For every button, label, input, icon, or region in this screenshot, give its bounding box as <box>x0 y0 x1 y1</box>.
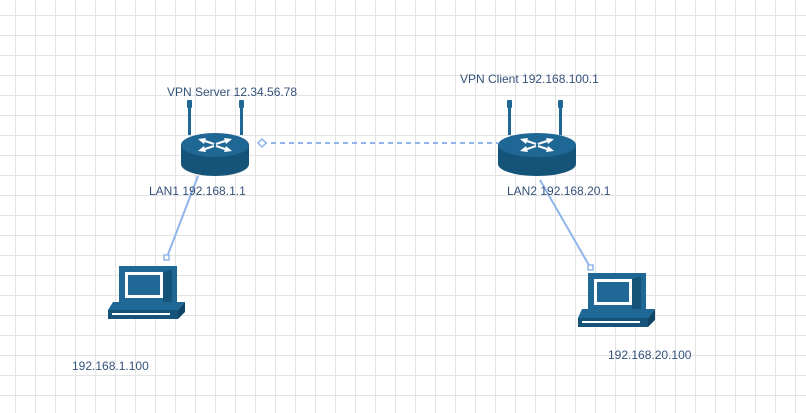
pc1-computer[interactable] <box>108 266 185 319</box>
pc2-label: 192.168.20.100 <box>608 348 692 362</box>
computer-icon <box>578 273 655 327</box>
pc1-label: 192.168.1.100 <box>72 359 149 373</box>
router-icon <box>181 100 249 176</box>
pc2-computer[interactable] <box>578 273 655 327</box>
link-endpoint-marker <box>256 137 268 149</box>
link-endpoint-marker <box>587 264 594 271</box>
lan1-label: LAN1 192.168.1.1 <box>149 184 246 198</box>
vpn-client-label: VPN Client 192.168.100.1 <box>460 72 599 86</box>
vpn-server-router[interactable] <box>181 100 249 176</box>
vpn-client-router[interactable] <box>498 100 576 176</box>
router-icon <box>498 100 576 176</box>
lan2-label: LAN2 192.168.20.1 <box>507 184 611 198</box>
vpn-server-label: VPN Server 12.34.56.78 <box>167 85 298 99</box>
computer-icon <box>108 266 185 319</box>
link-endpoint-marker <box>163 254 170 261</box>
lan1-link[interactable] <box>166 175 199 258</box>
lan2-link[interactable] <box>539 179 591 268</box>
